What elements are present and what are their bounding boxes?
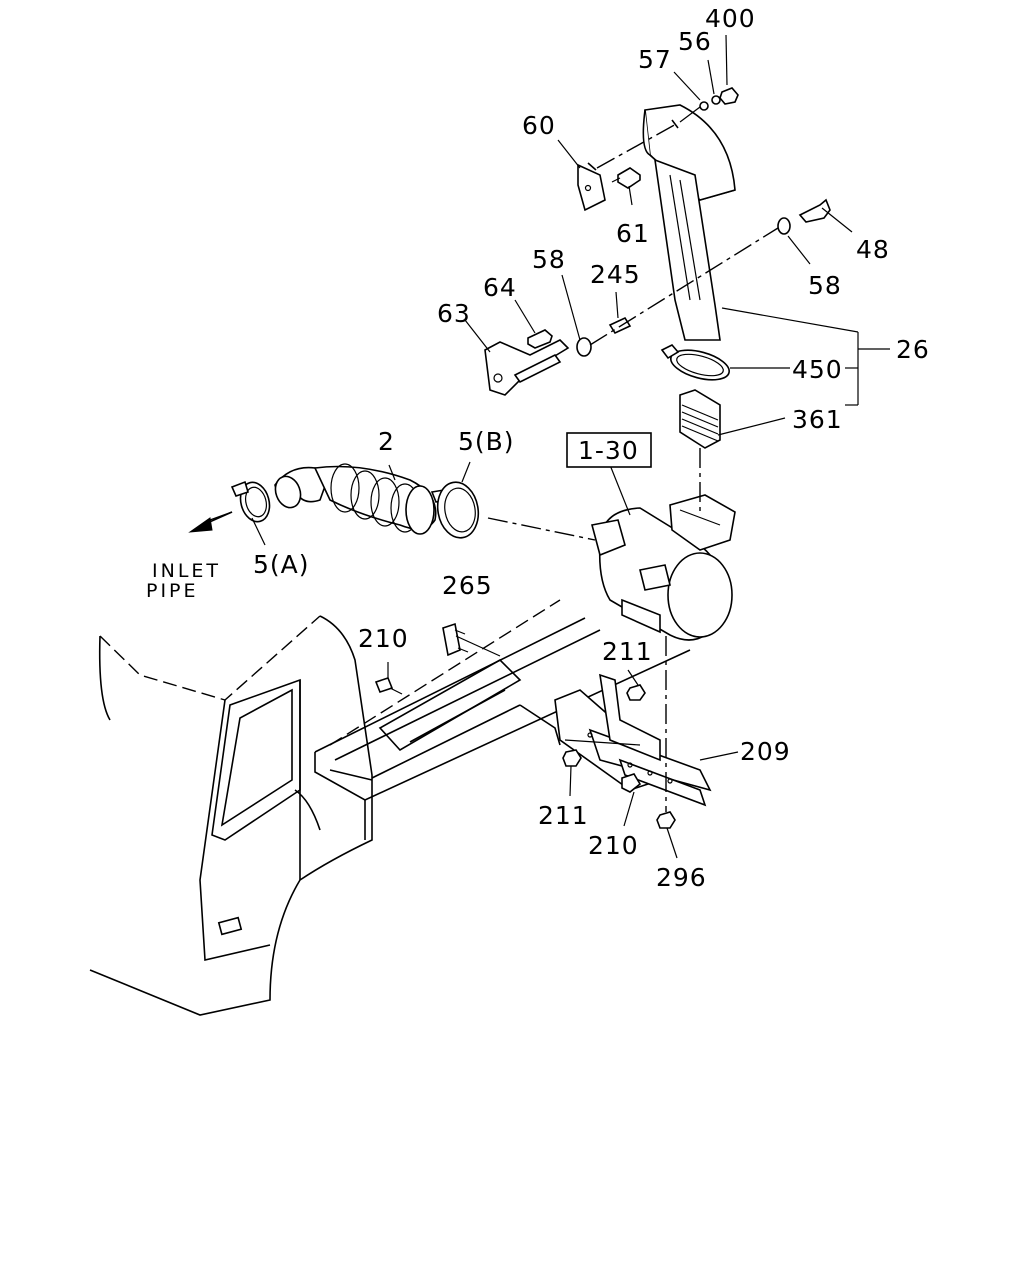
leader-lines	[209, 34, 890, 859]
callout-211-bottom: 211	[538, 801, 589, 830]
inlet-pipe-label: INLET PIPE	[146, 560, 221, 602]
callout-265: 265	[442, 571, 493, 600]
callout-58-left: 58	[532, 245, 566, 274]
bolt-210-bottom	[621, 773, 642, 793]
inlet-label-line2: PIPE	[146, 580, 199, 602]
callout-48: 48	[856, 235, 890, 264]
bolt-61	[611, 167, 641, 189]
inlet-arrow	[188, 511, 233, 533]
callout-245: 245	[590, 260, 641, 289]
callout-361: 361	[792, 405, 843, 434]
callout-58-right: 58	[808, 271, 842, 300]
callout-labels: 400 56 57 60 61 48 58 58 245 64 63 26 45…	[253, 4, 930, 892]
u-bolt-265	[442, 622, 469, 657]
nut-296	[656, 811, 676, 829]
callout-400: 400	[705, 4, 756, 33]
bracket-209	[554, 673, 712, 807]
callout-210-bottom: 210	[588, 831, 639, 860]
bolt-48	[777, 198, 831, 235]
callout-210-top: 210	[358, 624, 409, 653]
assembly-ref-label: 1-30	[578, 436, 639, 465]
callout-296: 296	[656, 863, 707, 892]
washers-nut-400	[699, 87, 739, 111]
callout-63: 63	[437, 299, 471, 328]
nut-211-bottom	[562, 749, 582, 767]
bolt-210-top	[374, 677, 403, 695]
callout-64: 64	[483, 273, 517, 302]
callout-211-top: 211	[602, 637, 653, 666]
hose-2	[274, 463, 447, 535]
inlet-label-line1: INLET	[152, 560, 221, 582]
clamp-5a	[230, 480, 271, 523]
callout-56: 56	[678, 27, 712, 56]
bracket-60	[577, 162, 606, 212]
callout-60: 60	[522, 111, 556, 140]
frame-rail	[314, 617, 691, 840]
bolt-64	[527, 329, 553, 349]
callout-450: 450	[792, 355, 843, 384]
callout-5a: 5(A)	[253, 550, 310, 579]
callout-61: 61	[616, 219, 650, 248]
callout-57: 57	[638, 45, 672, 74]
washer-58-left	[576, 337, 592, 357]
bracket-63	[484, 339, 570, 396]
callout-209: 209	[740, 737, 791, 766]
air-cleaner	[591, 494, 736, 641]
cap-361	[679, 389, 721, 449]
nut-211-top	[626, 684, 646, 701]
callout-2: 2	[378, 427, 395, 456]
assembly-ref-box: 1-30	[566, 432, 652, 468]
callout-5b: 5(B)	[458, 427, 515, 456]
clamp-450	[660, 344, 730, 381]
clamp-5b	[436, 481, 480, 539]
truck-cab	[89, 599, 561, 1016]
intake-stack-26	[642, 104, 736, 341]
callout-26: 26	[896, 335, 930, 364]
